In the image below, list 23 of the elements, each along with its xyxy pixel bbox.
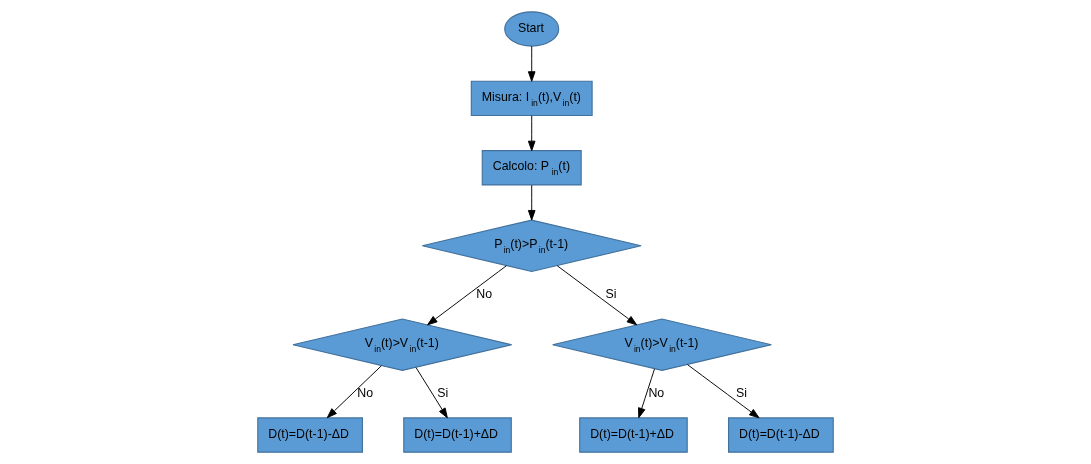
node-box: Misura: I$_{in}$(t),V$_{in}$(t)	[470, 80, 593, 117]
node-box: Calcolo: P$_{in}$(t)	[481, 150, 582, 186]
arrow	[687, 364, 760, 419]
arrow	[527, 45, 536, 82]
arrow	[556, 265, 638, 326]
arrow	[527, 184, 536, 221]
edge-label: Si	[605, 287, 617, 302]
arrow	[415, 367, 448, 419]
node-box: D(t)=D(t-1)+ΔD	[579, 417, 688, 453]
node-box: D(t)=D(t-1)+ΔD	[403, 417, 512, 453]
arrow	[527, 115, 536, 152]
node-diamond: P$_{in}$(t)>P$_{in}$(t-1)	[421, 219, 642, 273]
edge-label: Si	[735, 386, 747, 401]
arrow	[326, 365, 382, 419]
edge-label: Si	[437, 386, 449, 401]
node-box: D(t)=D(t-1)-ΔD	[728, 417, 834, 453]
edge-label: No	[476, 287, 493, 302]
edge-label: No	[357, 386, 374, 401]
node-ellipse: Start	[504, 11, 560, 47]
arrow	[427, 265, 507, 326]
edge-label: No	[648, 386, 665, 401]
node-box: D(t)=D(t-1)-ΔD	[257, 417, 363, 453]
arrow	[638, 368, 655, 419]
